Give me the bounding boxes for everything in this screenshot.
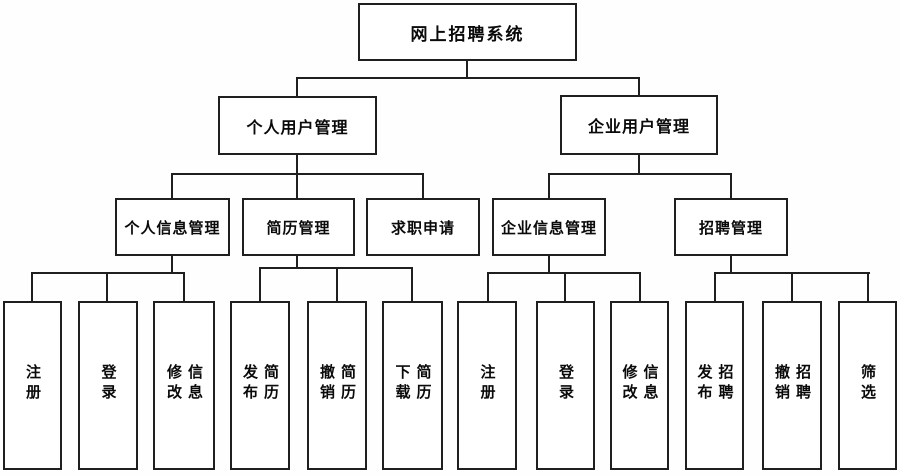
node-label: 注册 (24, 363, 41, 404)
connector-line (296, 173, 298, 198)
node-filter: 筛选 (838, 301, 897, 470)
connector-line (31, 272, 33, 301)
connector-line (638, 77, 640, 96)
node-recruitment-management: 招聘管理 (674, 198, 788, 256)
node-login-personal: 登录 (78, 301, 138, 470)
node-label: 注册 (478, 363, 496, 404)
node-job-application: 求职申请 (366, 198, 480, 256)
node-resume-management: 简历管理 (242, 198, 355, 256)
node-label: 下载简历 (393, 363, 432, 404)
connector-line (31, 272, 185, 274)
node-publish-resume: 发布简历 (230, 301, 290, 470)
node-label: 修改信息 (165, 363, 203, 404)
node-personal-info-management: 个人信息管理 (115, 198, 230, 256)
connector-line (336, 267, 338, 301)
connector-line (296, 77, 298, 96)
connector-line (296, 77, 640, 79)
connector-line (791, 272, 793, 301)
connector-line (548, 173, 550, 198)
node-enterprise-info-management: 企业信息管理 (492, 198, 606, 256)
node-label: 登录 (557, 363, 574, 404)
connector-line (296, 155, 298, 175)
node-label: 求职申请 (390, 219, 455, 237)
connector-line (422, 173, 424, 198)
node-publish-recruitment: 发布招聘 (685, 301, 744, 470)
connector-line (714, 272, 716, 301)
connector-line (296, 256, 298, 269)
connector-line (171, 173, 173, 198)
node-enterprise-user-management: 企业用户管理 (560, 95, 718, 155)
connector-line (411, 267, 413, 301)
node-online-recruitment-system: 网上招聘系统 (358, 3, 577, 61)
node-label: 修改信息 (620, 363, 659, 404)
connector-line (639, 272, 641, 301)
node-label: 企业信息管理 (500, 219, 597, 237)
node-label: 撤销简历 (318, 363, 356, 404)
node-label: 个人用户管理 (246, 119, 349, 137)
connector-line (487, 272, 489, 301)
node-label: 个人信息管理 (124, 219, 221, 237)
node-modify-info-enterprise: 修改信息 (610, 301, 669, 470)
connector-line (183, 272, 185, 301)
connector-line (564, 272, 566, 301)
connector-line (548, 173, 732, 175)
node-withdraw-resume: 撤销简历 (307, 301, 367, 470)
node-modify-info-personal: 修改信息 (153, 301, 215, 470)
node-login-enterprise: 登录 (536, 301, 595, 470)
node-label: 撤销招聘 (773, 363, 811, 404)
node-label: 招聘管理 (698, 219, 763, 237)
node-withdraw-recruitment: 撤销招聘 (762, 301, 822, 470)
node-label: 发布招聘 (695, 363, 734, 404)
node-label: 筛选 (859, 363, 876, 404)
node-register-personal: 注册 (3, 301, 62, 470)
connector-line (466, 61, 468, 79)
node-label: 简历管理 (266, 219, 331, 237)
connector-line (259, 267, 261, 301)
connector-line (638, 155, 640, 175)
connector-line (548, 256, 550, 274)
node-label: 网上招聘系统 (410, 24, 525, 44)
node-download-resume: 下载简历 (382, 301, 443, 470)
node-personal-user-management: 个人用户管理 (218, 96, 377, 155)
connector-line (730, 173, 732, 198)
node-label: 登录 (99, 363, 117, 404)
connector-line (867, 272, 869, 301)
connector-line (106, 272, 108, 301)
connector-line (171, 256, 173, 274)
connector-line (730, 256, 732, 274)
node-label: 企业用户管理 (587, 119, 690, 136)
node-register-enterprise: 注册 (457, 301, 517, 470)
node-label: 发布简历 (241, 363, 279, 404)
